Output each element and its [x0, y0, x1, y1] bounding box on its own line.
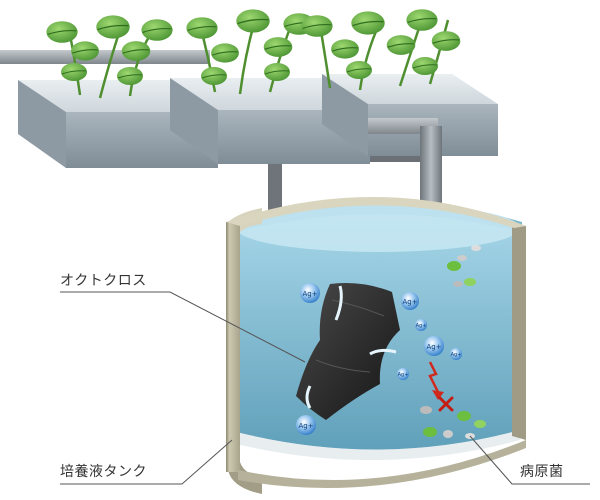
svg-text:Ag+: Ag+ — [402, 298, 417, 306]
svg-text:Ag+: Ag+ — [416, 323, 427, 329]
label-octo-cloth: オクトクロス — [60, 273, 147, 289]
callout-lines — [60, 291, 590, 485]
pathogens — [420, 245, 486, 439]
ag-ion-icon: Ag+ — [450, 348, 462, 360]
svg-text:Ag+: Ag+ — [298, 422, 313, 430]
label-pathogen: 病原菌 — [520, 464, 564, 480]
svg-text:Ag+: Ag+ — [398, 372, 409, 378]
x-mark-icon — [438, 396, 454, 412]
ag-ion-icon: Ag+ — [300, 283, 320, 303]
ag-ion-icon: Ag+ — [397, 368, 409, 380]
octo-cloth — [296, 283, 400, 420]
svg-text:Ag+: Ag+ — [426, 343, 441, 351]
ag-ion-icon: Ag+ — [424, 336, 444, 356]
ag-ion-icon: Ag+ — [401, 292, 419, 310]
ag-ions: Ag+ Ag+ Ag+ Ag+ Ag+ Ag+ Ag+ — [296, 283, 462, 435]
ion-release-arrows — [305, 285, 397, 409]
left-pipe — [0, 50, 210, 64]
growing-bed-1 — [18, 80, 218, 168]
ag-ion-icon: Ag+ — [415, 319, 427, 331]
svg-text:Ag+: Ag+ — [302, 290, 317, 298]
red-arrow-icon — [428, 361, 444, 400]
ag-ion-icon: Ag+ — [296, 415, 316, 435]
plants — [45, 8, 461, 99]
svg-text:Ag+: Ag+ — [451, 352, 462, 358]
label-culture-tank: 培養液タンク — [60, 464, 147, 480]
